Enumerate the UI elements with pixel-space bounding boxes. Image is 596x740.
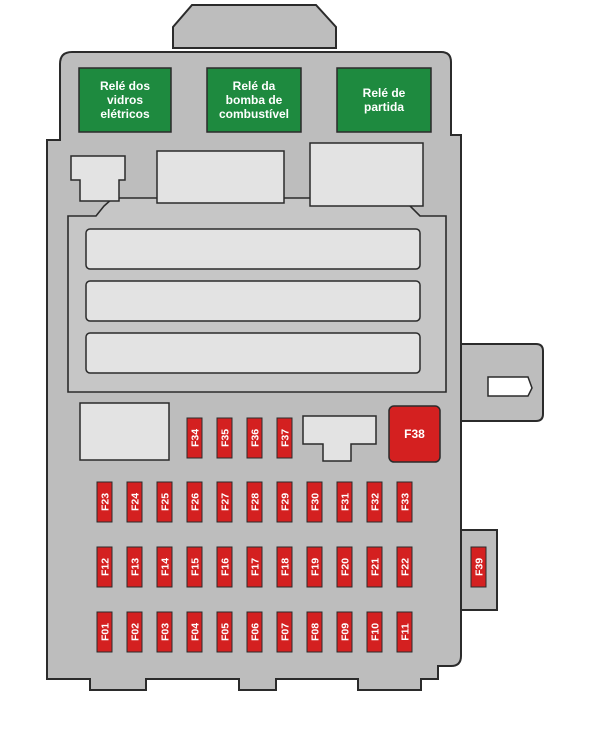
fuse-label: F05 <box>220 623 232 641</box>
fuse-f06: F06 <box>246 611 263 653</box>
fuse-label: F20 <box>340 558 352 576</box>
fuse-label: F30 <box>310 493 322 511</box>
relay-label-line: elétricos <box>100 107 150 121</box>
fuse-box-housing <box>46 4 544 691</box>
fuse-f25: F25 <box>156 481 173 523</box>
fuse-label: F07 <box>280 623 292 641</box>
fuse-label: F16 <box>220 558 232 576</box>
fuse-f18: F18 <box>276 546 293 588</box>
fuse-f09: F09 <box>336 611 353 653</box>
fuse-label: F04 <box>190 623 202 641</box>
fuse-label: F17 <box>250 558 262 576</box>
fuse-label: F27 <box>220 493 232 511</box>
fuse-f28: F28 <box>246 481 263 523</box>
fuse-label: F13 <box>130 558 142 576</box>
fuse-label: F33 <box>400 493 412 511</box>
fuse-f30: F30 <box>306 481 323 523</box>
fuse-f27: F27 <box>216 481 233 523</box>
fuse-f07: F07 <box>276 611 293 653</box>
fuse-f05: F05 <box>216 611 233 653</box>
fuse-f12: F12 <box>96 546 113 588</box>
fuse-f21: F21 <box>366 546 383 588</box>
fuse-label: F15 <box>190 558 202 576</box>
fuse-f22: F22 <box>396 546 413 588</box>
fuse-f34: F34 <box>186 417 203 459</box>
fuse-label: F08 <box>310 623 322 641</box>
fuse-f16: F16 <box>216 546 233 588</box>
fuse-label: F12 <box>100 558 112 576</box>
fuse-label: F21 <box>370 558 382 576</box>
relay-label-line: partida <box>364 100 404 114</box>
fuse-label: F09 <box>340 623 352 641</box>
relay-label-line: vidros <box>107 93 143 107</box>
fuse-label: F19 <box>310 558 322 576</box>
fuse-f02: F02 <box>126 611 143 653</box>
fuse-label: F22 <box>400 558 412 576</box>
fuse-f33: F33 <box>396 481 413 523</box>
fuse-label: F11 <box>400 623 412 641</box>
fuse-label: F14 <box>160 558 172 576</box>
fuse-label: F25 <box>160 493 172 511</box>
relay-label-line: Relé de <box>363 86 406 100</box>
fuse-f01: F01 <box>96 611 113 653</box>
fuse-label: F36 <box>250 429 262 447</box>
fuse-f31: F31 <box>336 481 353 523</box>
fuse-f10: F10 <box>366 611 383 653</box>
fuse-f15: F15 <box>186 546 203 588</box>
fuse-label: F38 <box>404 427 425 441</box>
fuse-f03: F03 <box>156 611 173 653</box>
fuse-label: F32 <box>370 493 382 511</box>
fuse-f36: F36 <box>246 417 263 459</box>
relay-label-line: Relé da <box>233 79 276 93</box>
fuse-f19: F19 <box>306 546 323 588</box>
fuse-label: F31 <box>340 493 352 511</box>
fuse-f11: F11 <box>396 611 413 653</box>
fuse-f20: F20 <box>336 546 353 588</box>
fuse-label: F26 <box>190 493 202 511</box>
fuse-label: F03 <box>160 623 172 641</box>
fuse-f39: F39 <box>470 546 487 588</box>
fuse-f37: F37 <box>276 417 293 459</box>
fuse-f14: F14 <box>156 546 173 588</box>
fuse-label: F10 <box>370 623 382 641</box>
fuse-label: F23 <box>100 493 112 511</box>
fuse-f38: F38 <box>388 405 441 463</box>
relay-label-line: combustível <box>219 107 289 121</box>
fuse-label: F18 <box>280 558 292 576</box>
fuse-f32: F32 <box>366 481 383 523</box>
fuse-label: F35 <box>220 429 232 447</box>
fuse-f29: F29 <box>276 481 293 523</box>
fuse-label: F34 <box>190 429 202 447</box>
fuse-f17: F17 <box>246 546 263 588</box>
fuse-label: F29 <box>280 493 292 511</box>
fuse-f24: F24 <box>126 481 143 523</box>
fuse-label: F02 <box>130 623 142 641</box>
fuse-f23: F23 <box>96 481 113 523</box>
fuse-label: F28 <box>250 493 262 511</box>
fuse-f26: F26 <box>186 481 203 523</box>
fuse-f13: F13 <box>126 546 143 588</box>
fuse-f08: F08 <box>306 611 323 653</box>
fuse-f35: F35 <box>216 417 233 459</box>
relay-label-line: bomba de <box>226 93 283 107</box>
fuse-label: F06 <box>250 623 262 641</box>
fuse-label: F37 <box>280 429 292 447</box>
fuse-label: F39 <box>474 558 486 576</box>
fuse-label: F24 <box>130 493 142 511</box>
fuse-label: F01 <box>100 623 112 641</box>
fuse-f04: F04 <box>186 611 203 653</box>
relay-label-line: Relé dos <box>100 79 150 93</box>
